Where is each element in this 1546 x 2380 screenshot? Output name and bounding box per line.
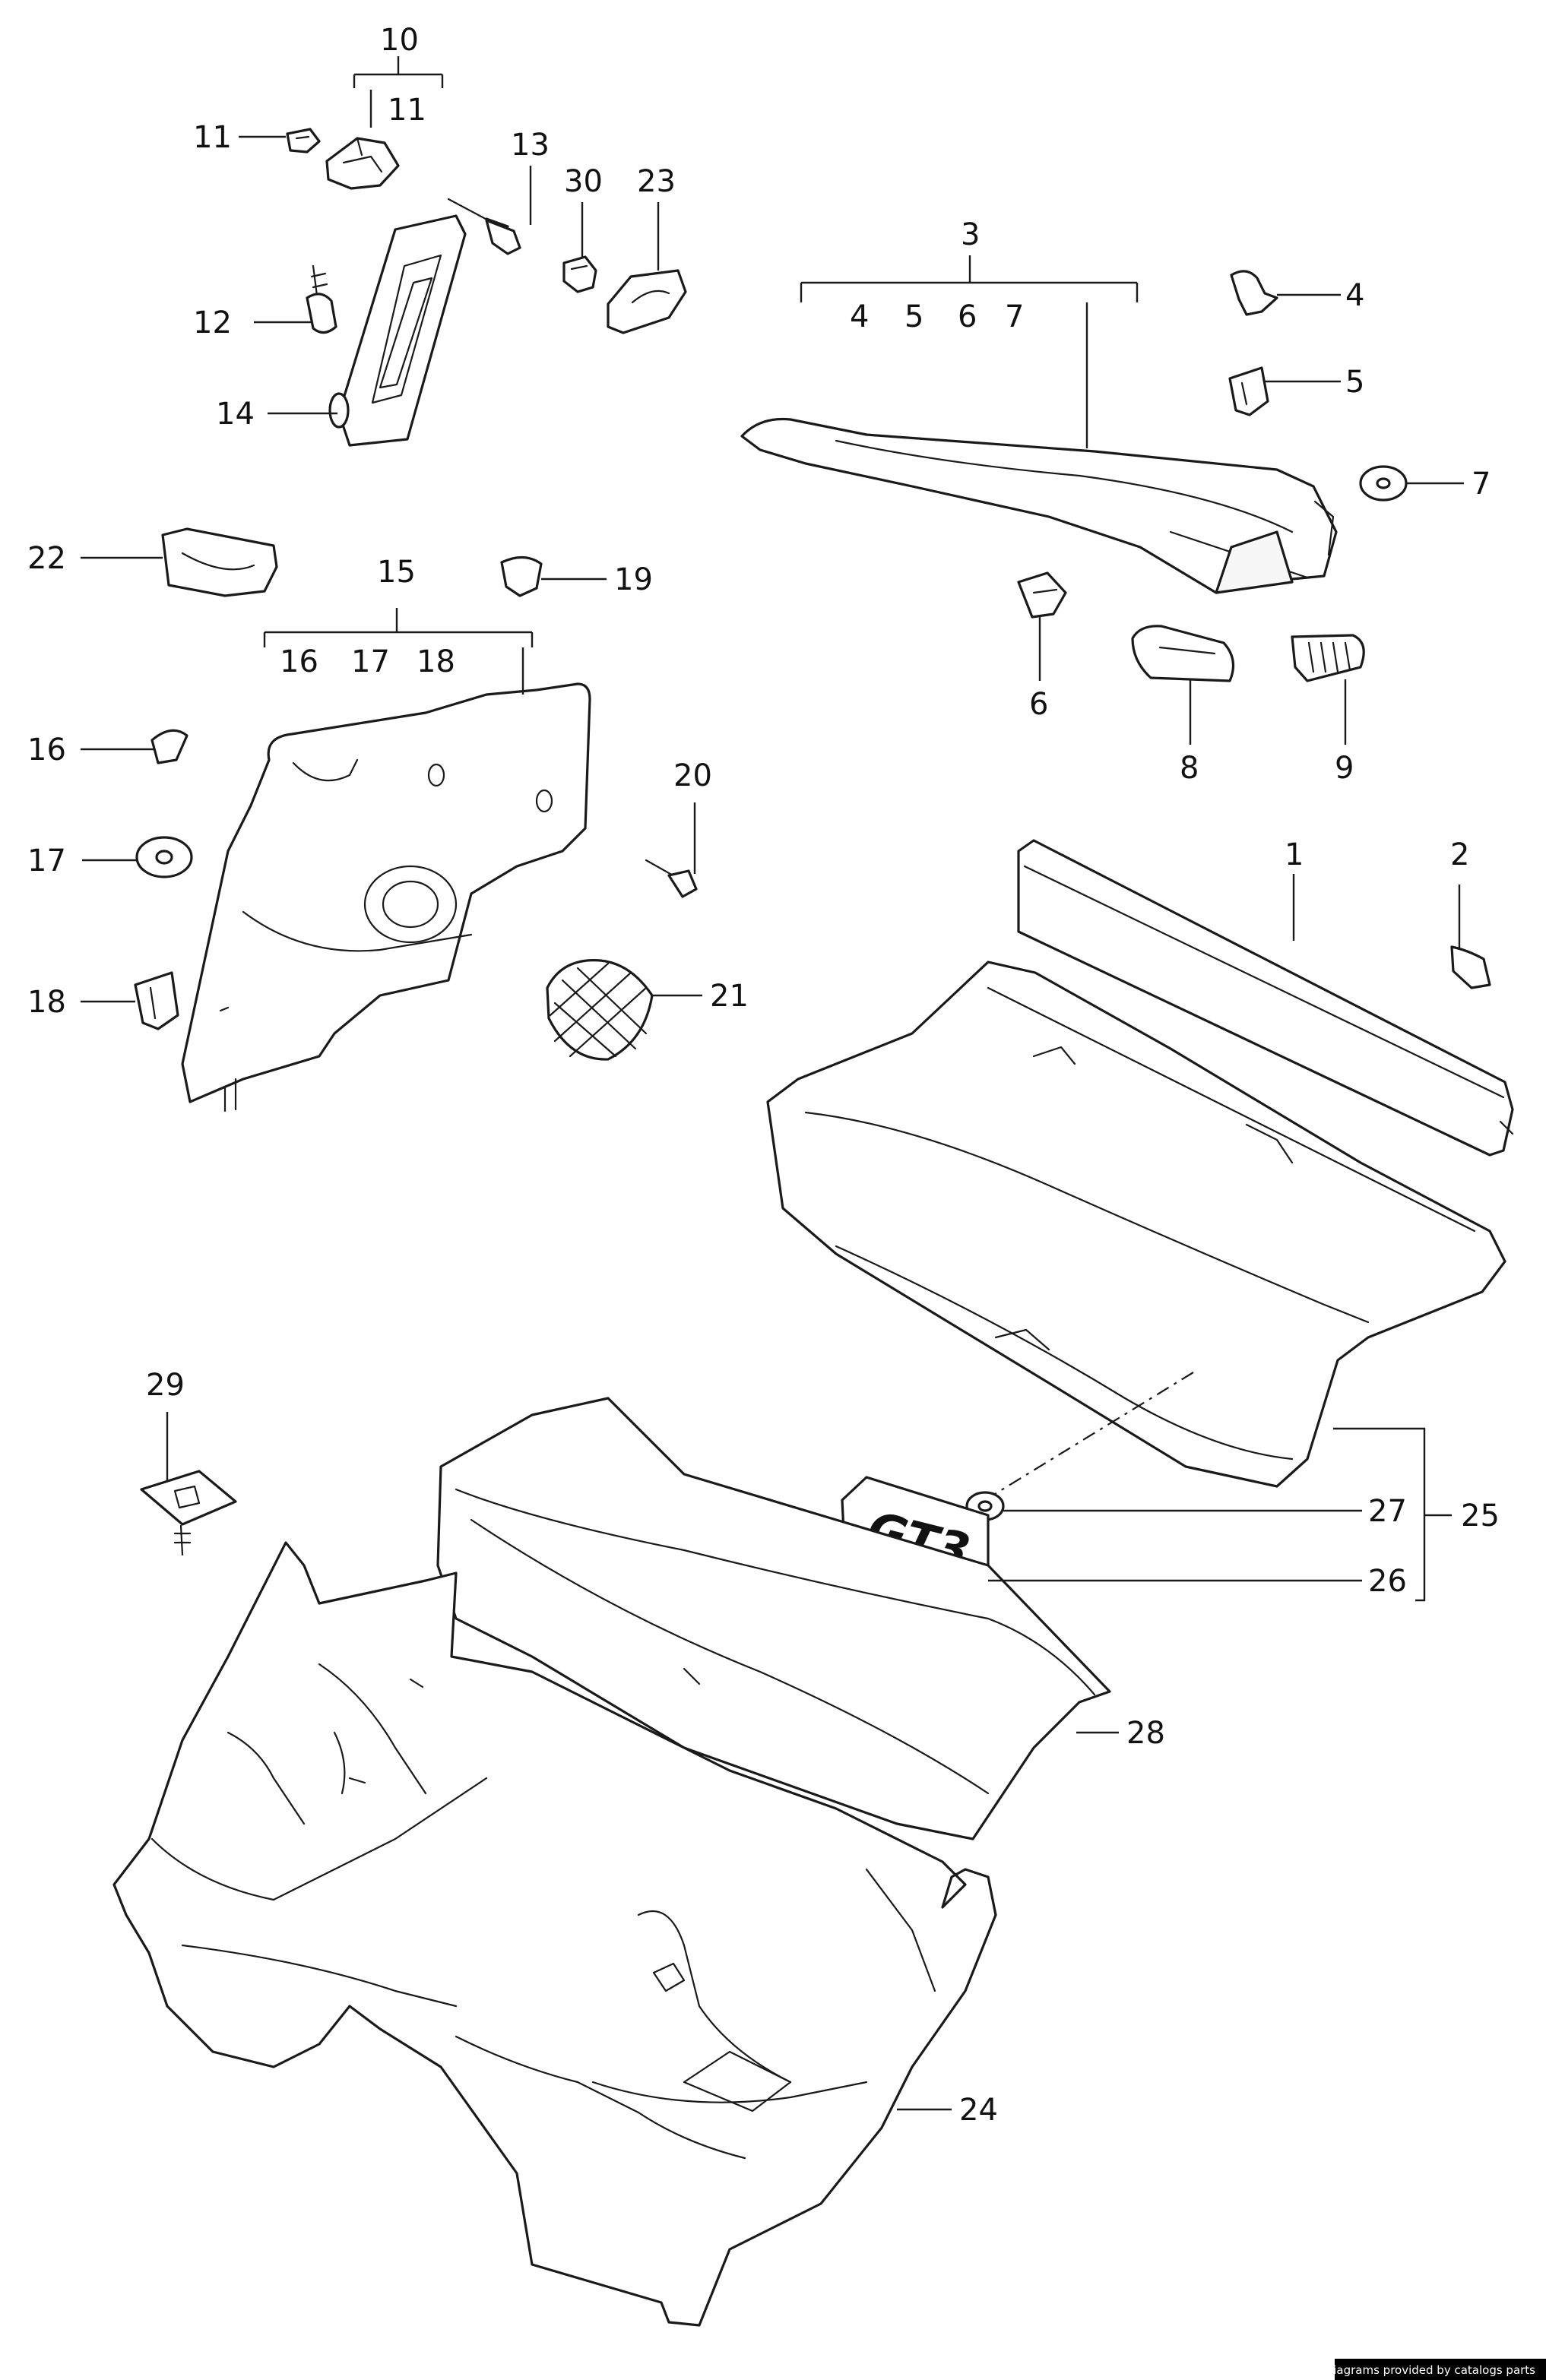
- credit-text: Diagrams provided by catalogs parts: [1324, 2363, 1535, 2377]
- label-13: 13: [511, 128, 550, 163]
- part-1-rear-panel: [1017, 839, 1514, 1157]
- part-29-fastener: [140, 1470, 237, 1556]
- alignment-line: [984, 1372, 1194, 1501]
- label-10: 10: [380, 23, 419, 58]
- label-3: 3: [961, 217, 980, 252]
- group-3-part-7: 7: [1005, 299, 1024, 334]
- label-11-group: 11: [388, 93, 426, 128]
- part-6-clip: [1017, 571, 1067, 619]
- part-20-screw: [645, 859, 698, 898]
- part-5-clip: [1228, 366, 1269, 416]
- label-20: 20: [673, 758, 712, 793]
- part-25-rear-shelf: [766, 961, 1506, 1488]
- part-8-cover: [1131, 625, 1235, 682]
- part-28-carpet-panel: [436, 1397, 1111, 1840]
- group-15-part-16: 16: [280, 644, 318, 679]
- label-5: 5: [1345, 365, 1364, 400]
- label-27: 27: [1368, 1494, 1407, 1529]
- label-9: 9: [1335, 751, 1354, 786]
- part-3-rear-trim: [740, 417, 1338, 594]
- label-29: 29: [146, 1368, 185, 1403]
- label-6: 6: [1029, 687, 1048, 722]
- label-15: 15: [377, 555, 416, 590]
- part-labels: 10 11 11 13 30 23 12 14 3 4 5 6 7 4 5 7 …: [27, 23, 1500, 2128]
- part-13-screw: [447, 198, 521, 255]
- label-8: 8: [1180, 751, 1199, 786]
- group-3-part-6: 6: [958, 299, 977, 334]
- label-18: 18: [27, 985, 66, 1020]
- part-16-clip: [150, 729, 188, 764]
- label-25: 25: [1461, 1499, 1500, 1533]
- part-21-speaker-grille: [546, 959, 654, 1061]
- label-7: 7: [1472, 467, 1491, 502]
- group-15-part-17: 17: [351, 644, 390, 679]
- part-9-vent: [1291, 634, 1365, 682]
- label-17: 17: [27, 843, 66, 878]
- part-2-clip: [1450, 945, 1491, 989]
- label-24: 24: [959, 2093, 998, 2128]
- label-19: 19: [614, 562, 653, 597]
- label-2: 2: [1450, 837, 1469, 872]
- leader-lines: [81, 56, 1464, 2111]
- part-10-retainer: [325, 137, 400, 190]
- part-19-grommet: [500, 555, 543, 597]
- label-21: 21: [710, 979, 749, 1014]
- part-23-cover: [607, 269, 687, 334]
- part-18-clip: [134, 971, 179, 1030]
- label-11: 11: [193, 120, 232, 155]
- part-12-screw: [306, 264, 337, 334]
- label-14: 14: [216, 397, 255, 432]
- part-7-washer: [1359, 465, 1408, 502]
- label-1: 1: [1285, 837, 1304, 872]
- part-14-pillar-trim: [328, 214, 467, 447]
- credit-bar: Diagrams provided by catalogs parts: [1325, 2359, 1546, 2380]
- label-16: 16: [27, 733, 66, 767]
- part-30-clip: [562, 255, 597, 293]
- group-3-part-4: 4: [850, 299, 869, 334]
- label-23: 23: [637, 164, 676, 199]
- label-22: 22: [27, 541, 66, 576]
- label-12: 12: [193, 305, 232, 340]
- label-26: 26: [1368, 1564, 1407, 1599]
- part-4-clip: [1230, 270, 1278, 316]
- part-22-cover: [161, 527, 278, 597]
- label-4: 4: [1345, 278, 1364, 313]
- part-24-floor-carpet: [112, 1541, 997, 2327]
- part-15-side-trim: [181, 682, 591, 1112]
- part-17-washer: [135, 836, 193, 878]
- label-28: 28: [1126, 1716, 1165, 1751]
- group-3-part-5: 5: [904, 299, 923, 334]
- part-11-clip-small: [286, 128, 321, 153]
- group-15-part-18: 18: [417, 644, 455, 679]
- label-30: 30: [564, 164, 603, 199]
